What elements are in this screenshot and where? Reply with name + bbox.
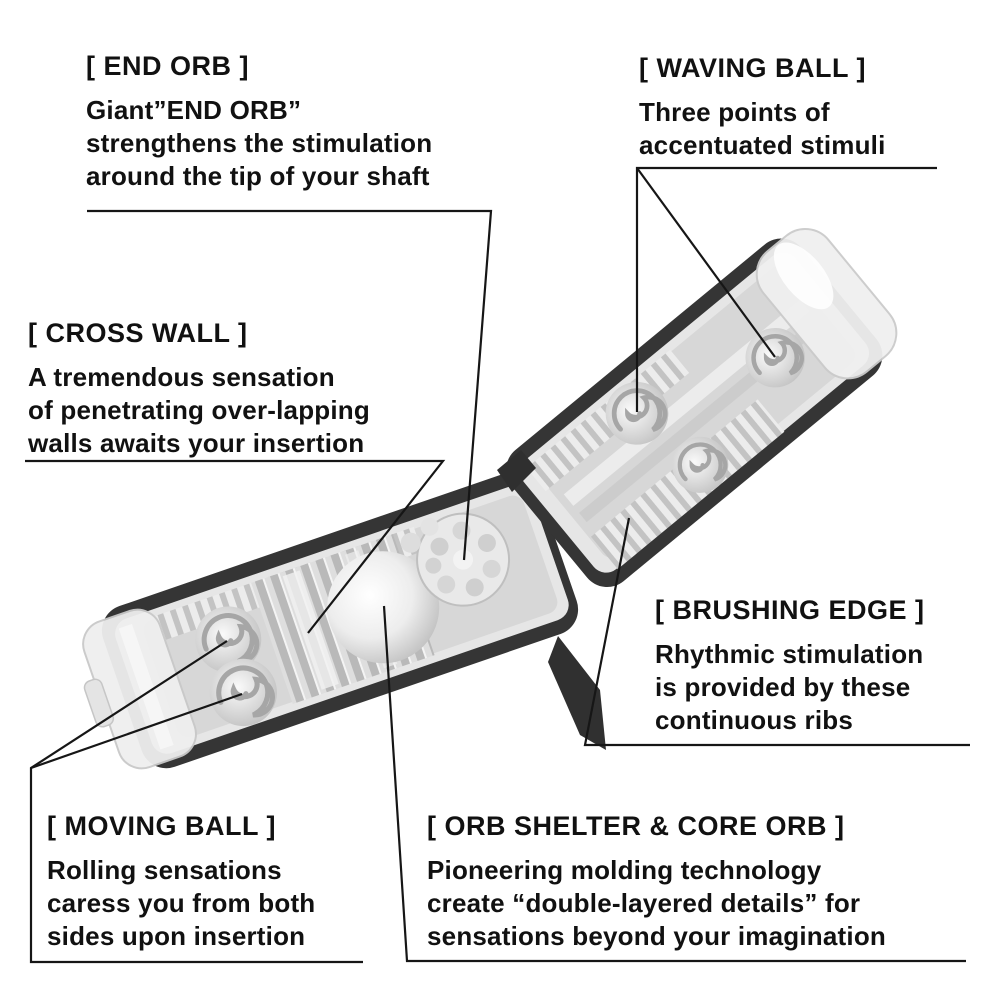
callout-moving-ball-line: Rolling sensations	[47, 855, 282, 885]
callout-moving-ball: [ MOVING BALL ] Rolling sensations cares…	[47, 808, 315, 953]
waving-ball-leader-line-2	[636, 167, 776, 358]
callout-end-orb: [ END ORB ] Giant”END ORB” strengthens t…	[86, 48, 432, 193]
callout-cross-wall-title: [ CROSS WALL ]	[28, 318, 248, 348]
end-orb-leader-line	[87, 209, 493, 561]
callout-brushing-edge-line: continuous ribs	[655, 705, 853, 735]
callout-moving-ball-title: [ MOVING BALL ]	[47, 811, 276, 841]
leader-lines	[25, 166, 970, 964]
callout-end-orb-title: [ END ORB ]	[86, 51, 249, 81]
orb-shelter-leader-line	[382, 605, 966, 963]
hinge-joint	[497, 450, 536, 492]
callout-cross-wall-line: of penetrating over-lapping	[28, 395, 370, 425]
callout-brushing-edge: [ BRUSHING EDGE ] Rhythmic stimulation i…	[655, 592, 925, 737]
callout-cross-wall-line: A tremendous sensation	[28, 362, 335, 392]
callout-waving-ball-line: accentuated stimuli	[639, 130, 886, 160]
end-orb	[416, 512, 511, 607]
callout-end-orb-line: Giant”END ORB”	[86, 95, 302, 125]
callout-end-orb-line: around the tip of your shaft	[86, 161, 430, 191]
callout-waving-ball-line: Three points of	[639, 97, 830, 127]
callout-orb-shelter-core-orb-line: sensations beyond your imagination	[427, 921, 886, 951]
callout-orb-shelter-core-orb-line: Pioneering molding technology	[427, 855, 822, 885]
callout-end-orb-line: strengthens the stimulation	[86, 128, 433, 158]
moving-ball-leader-line-2	[30, 692, 243, 770]
callout-cross-wall: [ CROSS WALL ] A tremendous sensation of…	[28, 315, 370, 460]
moving-ball-leader-line	[29, 640, 363, 964]
right-half	[506, 228, 898, 588]
callout-cross-wall-line: walls awaits your insertion	[28, 428, 365, 458]
callout-waving-ball: [ WAVING BALL ] Three points of accentua…	[639, 50, 886, 162]
callout-orb-shelter-core-orb: [ ORB SHELTER & CORE ORB ] Pioneering mo…	[427, 808, 886, 953]
brushing-edge-leader-line	[583, 517, 970, 747]
callout-moving-ball-line: sides upon insertion	[47, 921, 306, 951]
callout-orb-shelter-core-orb-line: create “double-layered details” for	[427, 888, 861, 918]
left-half	[82, 471, 579, 770]
callout-brushing-edge-line: Rhythmic stimulation	[655, 639, 924, 669]
callout-moving-ball-line: caress you from both	[47, 888, 316, 918]
callout-brushing-edge-title: [ BRUSHING EDGE ]	[655, 595, 925, 625]
cross-wall-leader-line	[25, 459, 446, 634]
callout-orb-shelter-core-orb-title: [ ORB SHELTER & CORE ORB ]	[427, 811, 845, 841]
hinge-spine	[548, 636, 606, 750]
callout-waving-ball-title: [ WAVING BALL ]	[639, 53, 866, 83]
callout-brushing-edge-line: is provided by these	[655, 672, 911, 702]
